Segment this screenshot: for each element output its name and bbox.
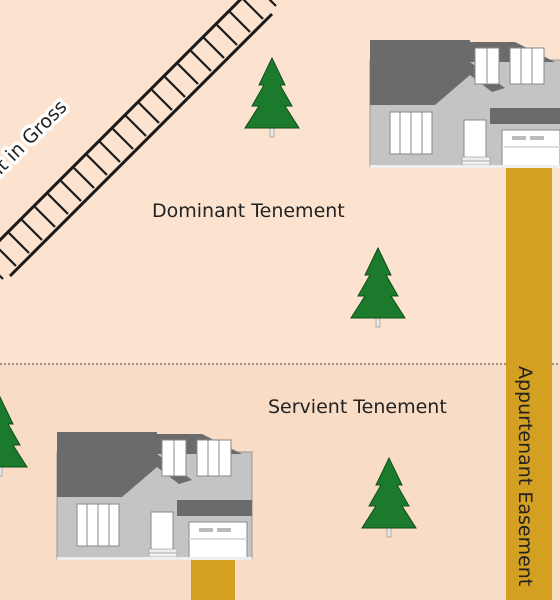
railroad-tie [151,89,173,111]
railroad-tie [112,128,134,150]
railroad-tie [73,167,95,189]
railroad-tie [203,37,225,59]
railroad-tie [242,0,264,20]
appurtenant-easement-label: Appurtenant Easement [514,366,536,586]
dominant-tenement-label: Dominant Tenement [152,200,345,222]
railroad-tie [138,102,160,124]
railroad-tie [177,63,199,85]
servient-tenement-label: Servient Tenement [268,396,447,418]
railroad-tie [60,180,82,202]
railroad-tie [190,50,212,72]
railroad-tie [34,206,56,228]
railroad-tie [164,76,186,98]
railroad-tie [8,232,30,254]
railroad-track-icon [0,0,277,280]
railroad-tie [21,219,43,241]
servient-driveway [191,560,235,600]
appurtenant-easement-path [506,163,552,600]
railroad-tie [229,11,251,33]
railroad-tie [99,141,121,163]
railroad-tie [125,115,147,137]
railroad-tie [268,0,277,7]
railroad-tie [86,154,108,176]
railroad-tie [47,193,69,215]
railroad-tie [0,248,17,267]
dominant-house-icon [369,39,560,169]
servient-house-icon [56,431,253,561]
railroad-tie [216,24,238,46]
